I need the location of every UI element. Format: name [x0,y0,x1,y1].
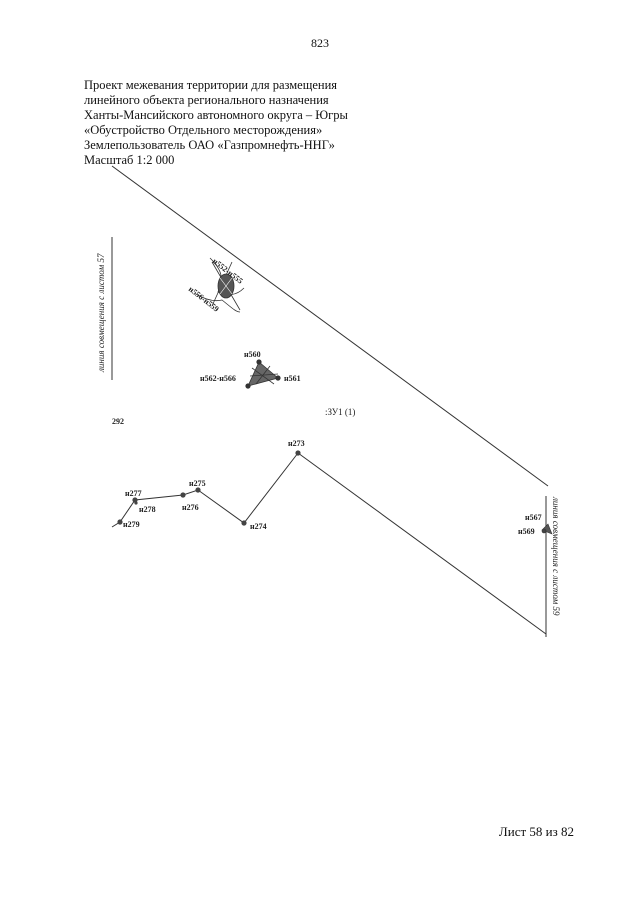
object-n552-n559 [195,257,245,313]
object-n567-n569 [541,523,553,535]
title-line-4: «Обустройство Отдельного месторождения» [84,123,323,137]
point-n273 [295,450,301,456]
label-n569: н569 [518,527,535,536]
title-line-1: Проект межевания территории для размещен… [84,78,338,92]
label-n279: н279 [123,520,140,529]
boundary-line-lower [297,452,547,635]
label-n561: н561 [284,374,301,383]
object-n560-n566 [245,359,281,389]
title-block: Проект межевания территории для размещен… [84,78,348,168]
side-label-left: линия совмещения с листом 57 [96,253,106,373]
label-n560: н560 [244,350,261,359]
sheet-number: Лист 58 из 82 [498,824,574,839]
label-n277: н277 [125,489,142,498]
label-n275: н275 [189,479,206,488]
point-n275 [195,487,201,493]
label-n562-n566: н562-н566 [200,374,236,383]
point-n278 [134,501,138,505]
label-n278: н278 [139,505,156,514]
scale-line: Масштаб 1:2 000 [84,153,175,167]
landholder-line: Землепользователь ОАО «Газпромнефть-ННГ» [84,138,335,152]
boundary-line-upper [111,165,549,487]
point-n279 [117,519,123,525]
parcel-label: :ЗУ1 (1) [325,407,355,417]
label-n567: н567 [525,513,542,522]
neighbor-parcel-label: 292 [112,417,124,426]
label-n274: н274 [250,522,267,531]
label-n273: н273 [288,439,305,448]
title-line-3: Ханты-Мансийского автономного округа – Ю… [84,108,348,122]
side-label-right: линия совмещения с листом 59 [551,496,561,616]
title-line-2: линейного объекта регионального назначен… [84,93,329,107]
page-number: 823 [311,36,329,50]
boundary-points [117,450,301,526]
point-n277 [132,497,138,503]
label-n276: н276 [182,503,199,512]
point-n276 [180,492,186,498]
point-n274 [241,520,247,526]
